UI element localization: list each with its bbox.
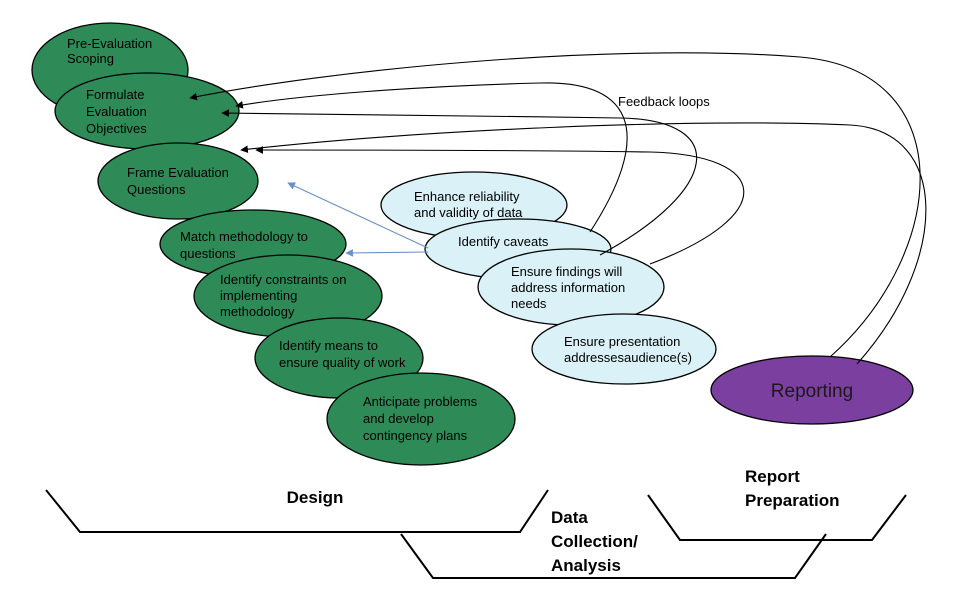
feedback-loop-findings-to-frame-questions <box>255 146 745 265</box>
design-phase-bracket <box>45 489 549 533</box>
step-label-findings: Ensure findings will address information… <box>511 264 629 311</box>
data-collection-phase-bracket <box>400 533 827 579</box>
feedback-loop-findings-to-objectives <box>221 109 697 256</box>
phase-label-design: Design <box>287 488 344 507</box>
feedback-loops-label: Feedback loops <box>618 94 710 109</box>
caveats-to-frame-questions-arrow <box>287 182 429 249</box>
reporting-label: Reporting <box>771 381 853 402</box>
step-label-frame-questions: Frame Evaluation Questions <box>127 165 233 197</box>
phase-label-data-collection: Data Collection/ Analysis <box>551 508 643 575</box>
step-label-contingency: Anticipate problems and develop continge… <box>363 394 481 443</box>
step-label-presentation: Ensure presentation addressesaudience(s) <box>564 334 692 365</box>
step-label-match-methodology: Match methodology to questions <box>180 229 312 261</box>
reporting-node <box>710 355 914 425</box>
step-label-scoping: Pre-Evaluation Scoping <box>67 36 156 66</box>
step-label-quality: Identify means to ensure quality of work <box>279 338 406 370</box>
caveats-to-match-methodology-arrow <box>345 249 429 257</box>
phase-label-report-preparation: Report Preparation <box>745 467 839 510</box>
design-step-contingency <box>326 372 516 466</box>
step-label-constraints: Identify constraints on implementing met… <box>220 272 350 319</box>
feedback-loop-reporting-to-frame-questions <box>240 122 927 365</box>
step-label-caveats: Identify caveats <box>458 234 549 249</box>
step-label-objectives: Formulate Evaluation Objectives <box>86 87 150 136</box>
feedback-loop-caveats-to-objectives <box>235 82 628 233</box>
design-step-frame-questions <box>97 142 259 220</box>
analysis-step-presentation <box>531 313 717 385</box>
feedback-loop-reporting-to-objectives <box>189 52 921 358</box>
step-label-reliability: Enhance reliability and validity of data <box>414 189 523 220</box>
report-preparation-phase-bracket <box>647 494 907 541</box>
